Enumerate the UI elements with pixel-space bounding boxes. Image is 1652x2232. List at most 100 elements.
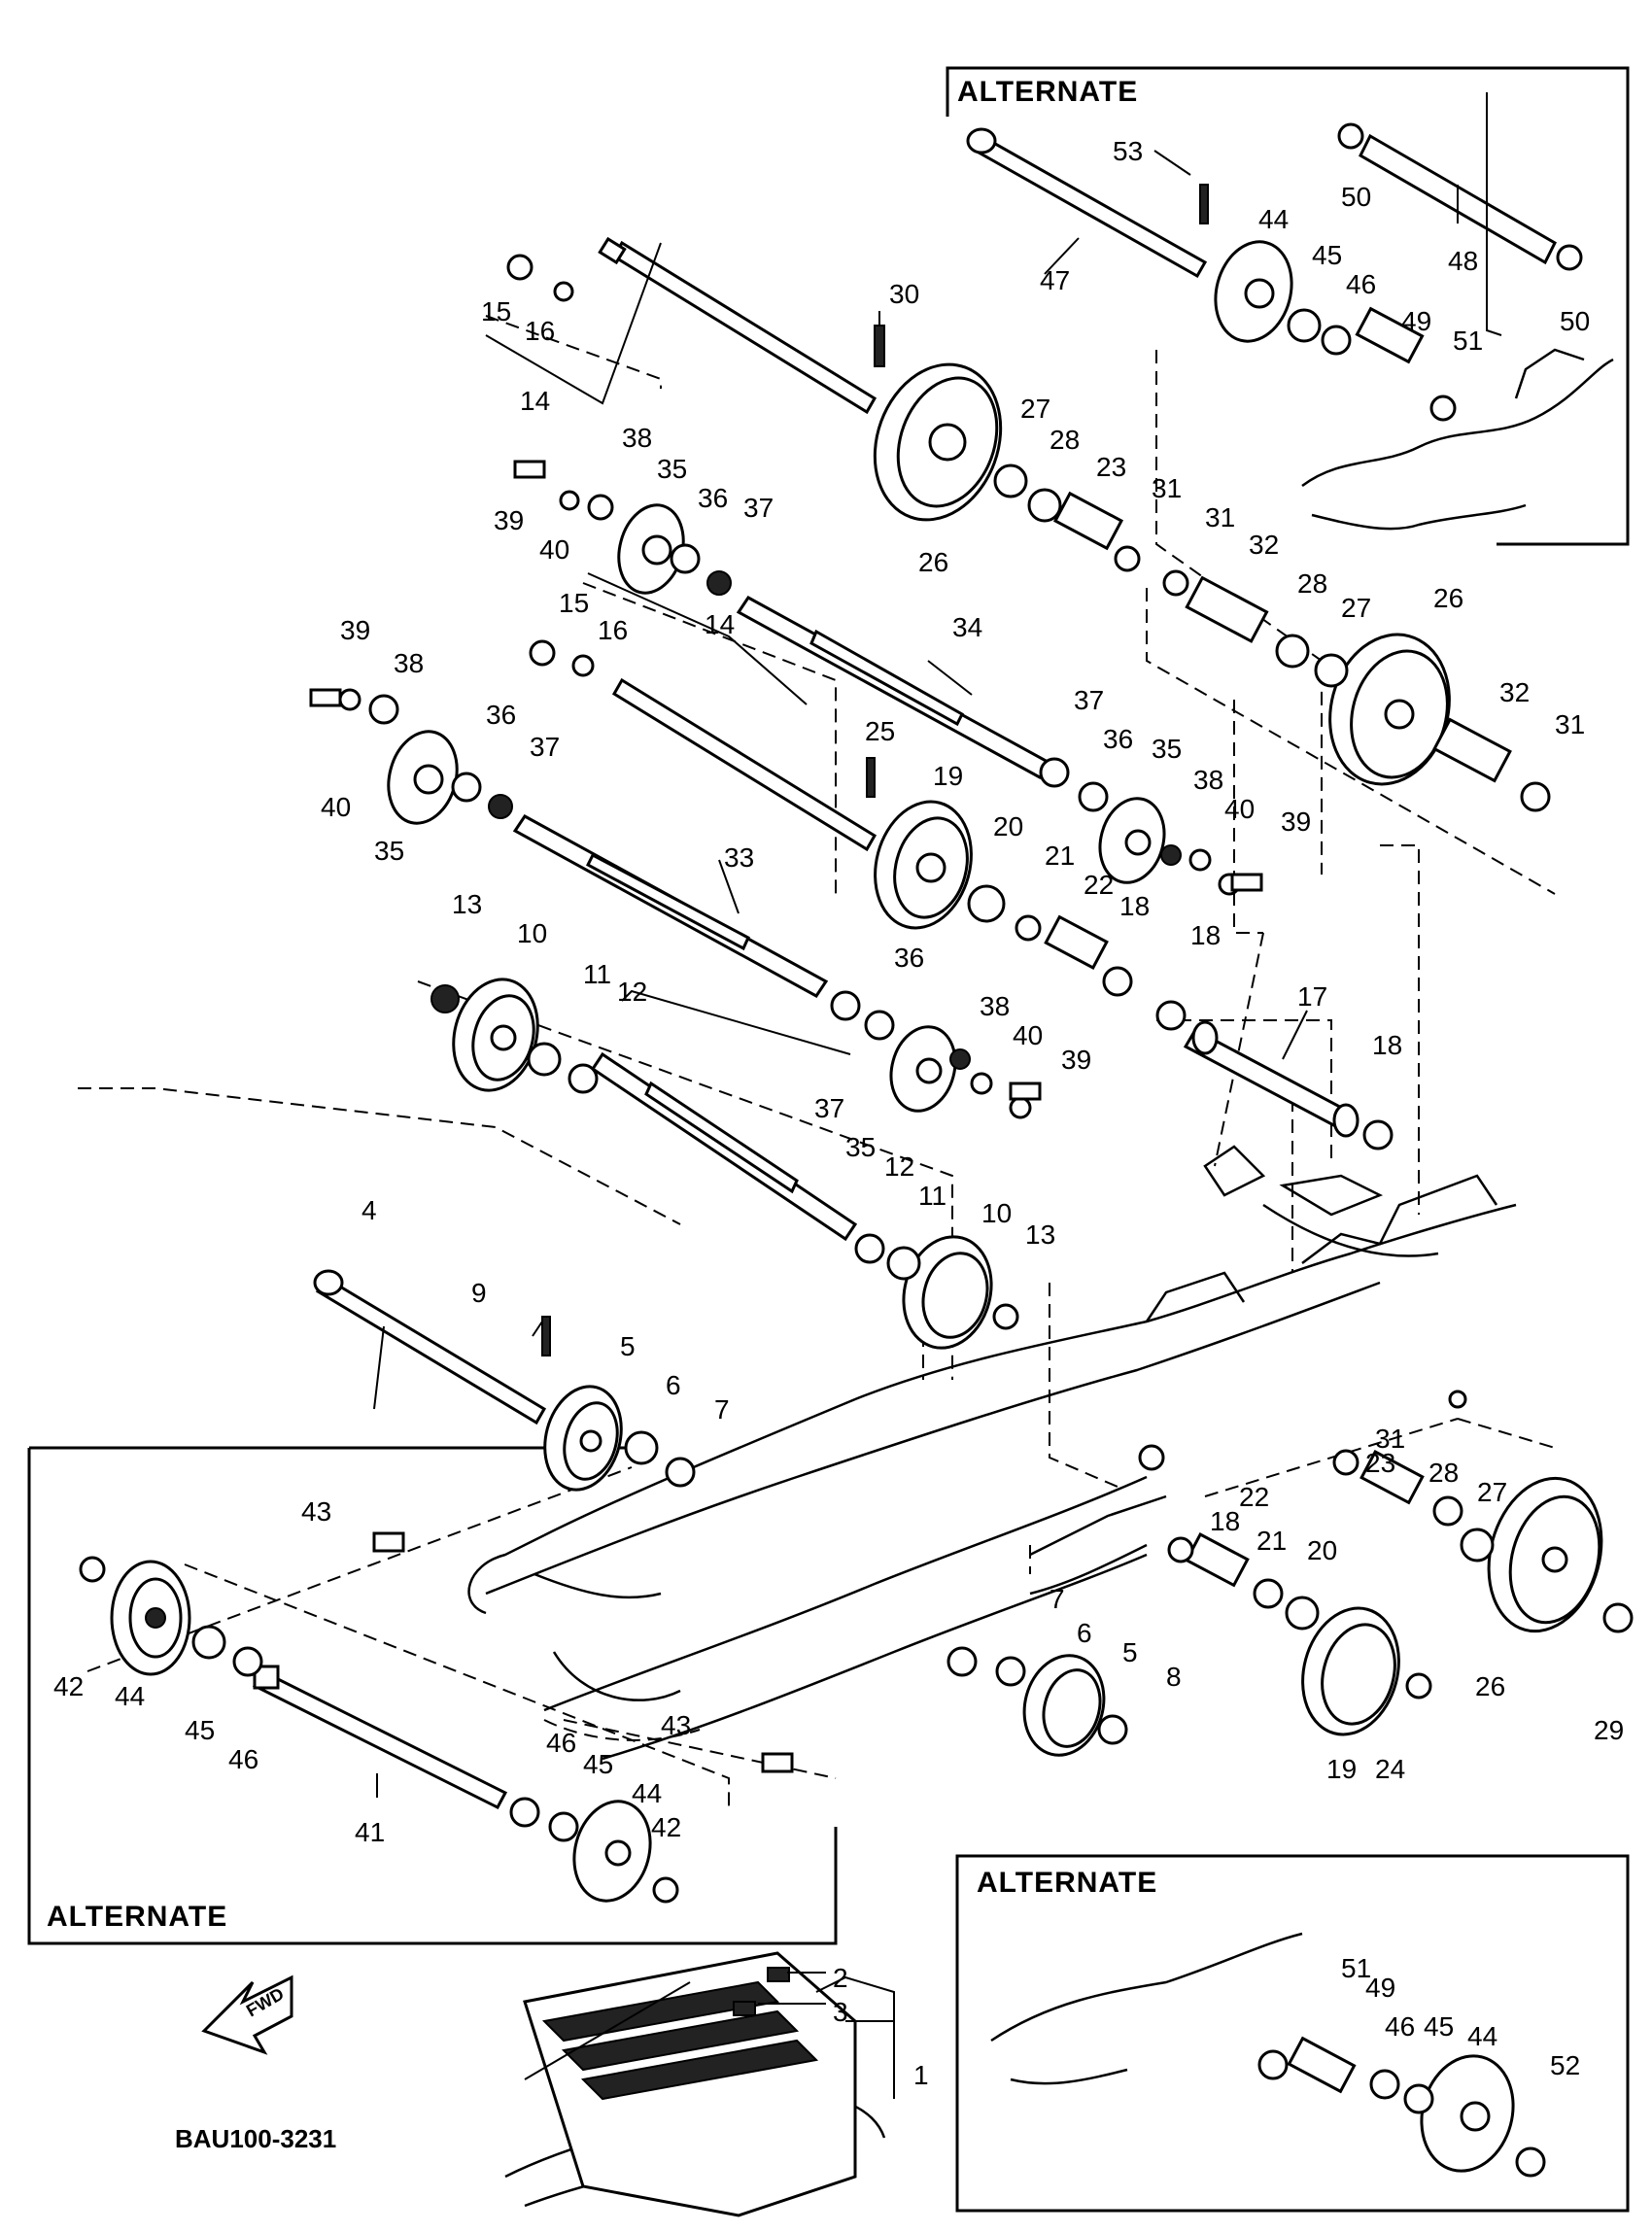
callout-28-b: 28 bbox=[1297, 568, 1327, 599]
callout-38-b: 38 bbox=[394, 648, 424, 678]
callout-46-b: 46 bbox=[228, 1744, 258, 1774]
callout-13-b: 13 bbox=[1025, 1219, 1055, 1250]
callout-31-a: 31 bbox=[1152, 473, 1182, 503]
callout-2: 2 bbox=[833, 1963, 848, 1993]
wheel-10-right bbox=[902, 1235, 993, 1350]
leader-lines bbox=[373, 92, 1502, 2099]
callout-44-c: 44 bbox=[632, 1778, 662, 1808]
callout-38-a: 38 bbox=[622, 423, 652, 453]
callout-45-c: 45 bbox=[583, 1749, 613, 1779]
callout-13-a: 13 bbox=[452, 889, 482, 919]
callout-39-c: 39 bbox=[1281, 807, 1311, 837]
callout-5-b: 5 bbox=[1122, 1637, 1138, 1667]
callout-43-b: 43 bbox=[661, 1710, 691, 1740]
wheel-26-right bbox=[1328, 633, 1451, 786]
shaft-33 bbox=[512, 814, 829, 998]
callout-26-a: 26 bbox=[918, 547, 948, 577]
callout-31-d: 31 bbox=[1375, 1424, 1405, 1454]
callout-18-b: 18 bbox=[1190, 920, 1221, 950]
alternate-label-top-right: ALTERNATE bbox=[957, 76, 1138, 108]
callout-37-c: 37 bbox=[1074, 685, 1104, 715]
shaft-34 bbox=[736, 596, 1052, 779]
callout-31-c: 31 bbox=[1555, 709, 1585, 739]
callout-27-c: 27 bbox=[1477, 1477, 1507, 1507]
callout-4: 4 bbox=[361, 1195, 377, 1225]
callout-12-a: 12 bbox=[617, 977, 647, 1007]
callout-7-b: 7 bbox=[1050, 1584, 1065, 1614]
bearings-and-washers bbox=[79, 122, 1634, 2178]
callout-39-a: 39 bbox=[494, 505, 524, 535]
callout-15-b: 15 bbox=[559, 588, 589, 618]
callout-32-a: 32 bbox=[1249, 530, 1279, 560]
callout-35-b: 35 bbox=[374, 836, 404, 866]
callout-10-a: 10 bbox=[517, 918, 547, 948]
callout-30: 30 bbox=[889, 279, 919, 309]
callout-35-a: 35 bbox=[657, 454, 687, 484]
callout-22-a: 22 bbox=[1084, 870, 1114, 900]
callout-40-a: 40 bbox=[539, 534, 569, 565]
callout-23-a: 23 bbox=[1096, 452, 1126, 482]
callout-46-c: 46 bbox=[546, 1728, 576, 1758]
callout-36-c: 36 bbox=[1103, 724, 1133, 754]
callout-38-c: 38 bbox=[1193, 765, 1223, 795]
callout-23-b: 23 bbox=[1365, 1448, 1395, 1478]
callout-36-b: 36 bbox=[486, 700, 516, 730]
wheel-44-bottom-right bbox=[1420, 2054, 1515, 2173]
shaft-47 bbox=[966, 127, 1208, 279]
alternate-label-bottom-right: ALTERNATE bbox=[977, 1867, 1157, 1899]
callout-18-d: 18 bbox=[1210, 1506, 1240, 1536]
callout-37-a: 37 bbox=[743, 493, 774, 523]
callout-27-b: 27 bbox=[1341, 593, 1371, 623]
shaft-41 bbox=[252, 1665, 508, 1809]
callout-18-a: 18 bbox=[1119, 891, 1150, 921]
callout-33: 33 bbox=[724, 842, 754, 873]
alternate-label-bottom-left: ALTERNATE bbox=[47, 1901, 227, 1933]
callout-52: 52 bbox=[1550, 2050, 1580, 2080]
callout-9: 9 bbox=[471, 1278, 487, 1308]
callout-51-a: 51 bbox=[1453, 326, 1483, 356]
callout-19-a: 19 bbox=[933, 761, 963, 791]
callout-40-d: 40 bbox=[1013, 1020, 1043, 1050]
callout-35-d: 35 bbox=[845, 1132, 876, 1162]
fwd-arrow-icon: FWD bbox=[201, 1974, 293, 2055]
callout-17: 17 bbox=[1297, 981, 1327, 1012]
collars bbox=[1044, 306, 1512, 2094]
wheel-35-left bbox=[387, 730, 459, 825]
callout-36-d: 36 bbox=[894, 943, 924, 973]
callout-6-a: 6 bbox=[666, 1370, 681, 1400]
callout-38-d: 38 bbox=[980, 991, 1010, 1021]
wheel-10-left bbox=[452, 978, 539, 1092]
callout-labels: 1 2 3 4 5 5 6 6 7 7 8 9 10 10 11 11 12 1… bbox=[53, 136, 1624, 2090]
wheel-19-upper bbox=[874, 800, 973, 930]
wheel-35-right bbox=[1098, 797, 1166, 884]
callout-35-c: 35 bbox=[1152, 734, 1182, 764]
callout-18-c: 18 bbox=[1372, 1030, 1402, 1060]
callout-26-b: 26 bbox=[1433, 583, 1463, 613]
callout-44-b: 44 bbox=[115, 1681, 145, 1711]
callout-39-b: 39 bbox=[340, 615, 370, 645]
wheel-26-top bbox=[873, 362, 1003, 522]
callout-27-a: 27 bbox=[1020, 394, 1050, 424]
callout-37-b: 37 bbox=[530, 732, 560, 762]
callout-46-a: 46 bbox=[1346, 269, 1376, 299]
wheel-26-lower bbox=[1487, 1476, 1603, 1633]
callout-37-d: 37 bbox=[814, 1093, 844, 1123]
callout-20-b: 20 bbox=[1307, 1535, 1337, 1565]
callout-46-d: 46 bbox=[1385, 2011, 1415, 2042]
callout-44-d: 44 bbox=[1467, 2021, 1497, 2051]
wheel-44-top bbox=[1214, 240, 1293, 343]
callout-3: 3 bbox=[833, 1997, 848, 2027]
callout-19-b: 19 bbox=[1326, 1754, 1357, 1784]
callout-24: 24 bbox=[1375, 1754, 1405, 1784]
callout-1: 1 bbox=[913, 2060, 929, 2090]
callout-11-b: 11 bbox=[918, 1181, 946, 1211]
shaft-14-middle bbox=[611, 677, 878, 852]
slide-rail-frame bbox=[467, 348, 1614, 2208]
callout-40-c: 40 bbox=[1224, 794, 1255, 824]
callout-45-a: 45 bbox=[1312, 240, 1342, 270]
track-assembly bbox=[523, 1951, 857, 2217]
callout-26-c: 26 bbox=[1475, 1671, 1505, 1701]
callout-39-d: 39 bbox=[1061, 1045, 1091, 1075]
callout-7-a: 7 bbox=[714, 1394, 730, 1425]
callout-15-a: 15 bbox=[481, 296, 511, 326]
